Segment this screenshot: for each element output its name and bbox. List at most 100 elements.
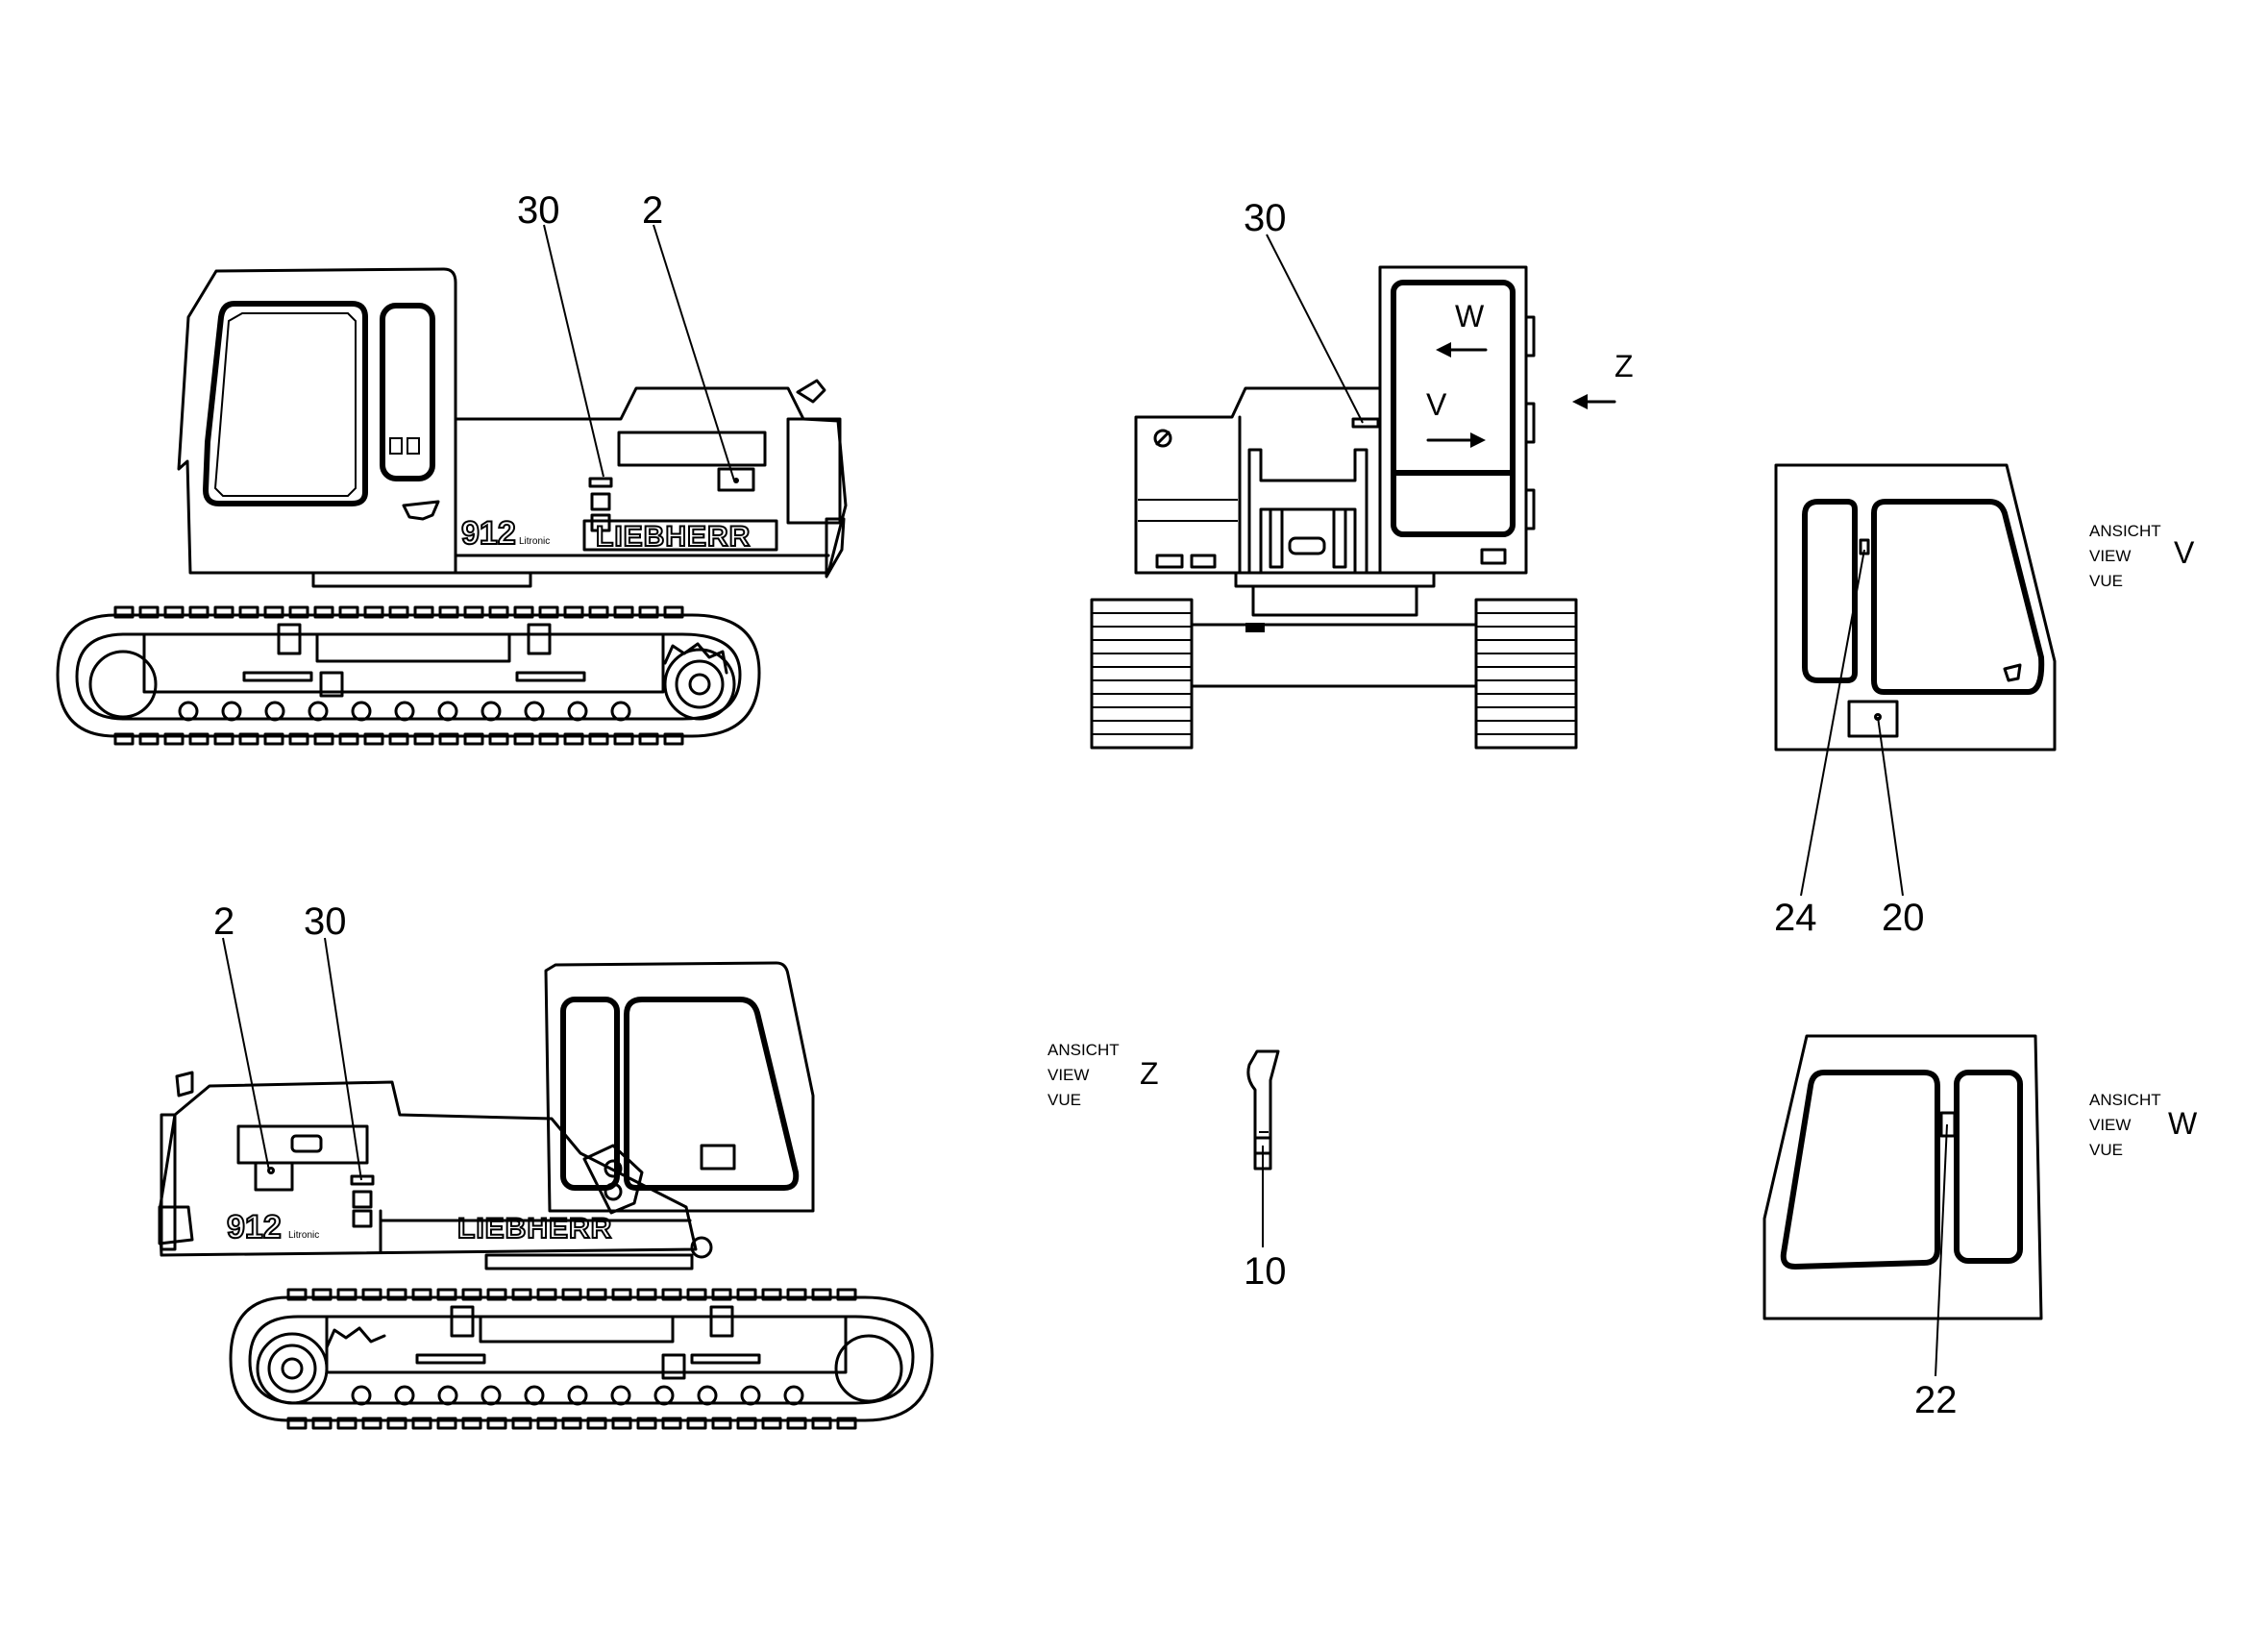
arrow-v-icon	[1470, 432, 1486, 448]
track-shoe	[461, 1417, 482, 1430]
view-label-v: ANSICHT VIEW VUE V	[2089, 522, 2195, 590]
track-shoe	[138, 605, 160, 619]
track-shoe	[463, 605, 484, 619]
track-shoe	[736, 1417, 757, 1430]
track-shoe	[736, 1288, 757, 1301]
view-z-letter: Z	[1140, 1056, 1159, 1091]
bottom-roller	[394, 1385, 415, 1406]
view-v-line2: VIEW	[2089, 547, 2131, 565]
bottom-roller	[437, 1385, 458, 1406]
track-shoe	[188, 605, 210, 619]
track-shoe	[238, 605, 259, 619]
rear-label-w: W	[1455, 299, 1485, 333]
track-shoe	[213, 605, 234, 619]
bottom-roller	[567, 701, 588, 722]
callout-side2-30: 30	[304, 900, 347, 943]
track-shoe	[363, 732, 384, 746]
view-z-line2: VIEW	[1048, 1066, 1089, 1084]
view-w-line2: VIEW	[2089, 1116, 2131, 1134]
track-shoe	[486, 1417, 507, 1430]
track-shoe	[711, 1288, 732, 1301]
view-label-z: ANSICHT VIEW VUE Z	[1048, 1041, 1159, 1109]
view-v-line3: VUE	[2089, 572, 2123, 590]
bottom-roller	[524, 1385, 545, 1406]
excavator-side-view-right: 912 Litronic LIEBHERR	[158, 961, 934, 1422]
callout-view-w-22: 22	[1914, 1379, 1958, 1421]
arrow-z-icon	[1572, 394, 1588, 409]
bottom-roller	[351, 1385, 372, 1406]
cab-view-v	[1774, 463, 2057, 752]
track-shoe	[411, 1288, 432, 1301]
track-shoe	[661, 1288, 682, 1301]
track-shoe	[113, 605, 135, 619]
track-shoe	[113, 732, 135, 746]
track-shoe	[513, 732, 534, 746]
bottom-roller	[610, 1385, 631, 1406]
track-shoe	[636, 1288, 657, 1301]
bottom-roller	[610, 701, 631, 722]
track-shoe	[811, 1288, 832, 1301]
bottom-roller	[264, 701, 285, 722]
track-shoe	[461, 1288, 482, 1301]
excavator-rear-view: W V Z	[1090, 265, 1634, 750]
callout-rear-30: 30	[1244, 197, 1287, 239]
track-shoe	[288, 732, 309, 746]
track-shoe	[488, 605, 509, 619]
track-shoe	[386, 1288, 407, 1301]
track-shoe	[263, 732, 284, 746]
track-shoe	[613, 732, 634, 746]
track-shoe	[163, 732, 185, 746]
bottom-roller	[351, 701, 372, 722]
track-shoe	[486, 1288, 507, 1301]
view-v-line1: ANSICHT	[2089, 522, 2161, 540]
rear-label-v: V	[1426, 387, 1447, 422]
track-shoe	[561, 1288, 582, 1301]
track-shoe	[511, 1417, 532, 1430]
bottom-roller	[524, 701, 545, 722]
track-right-treads	[1476, 612, 1576, 735]
bottom-roller	[481, 701, 502, 722]
track-shoe	[611, 1288, 632, 1301]
callout-side2-2: 2	[213, 900, 234, 943]
track-shoe	[836, 1417, 857, 1430]
track-shoe	[613, 605, 634, 619]
track-shoe	[363, 605, 384, 619]
track-shoe	[238, 732, 259, 746]
model-decal-2: 912	[227, 1209, 282, 1245]
callout-side1-2: 2	[642, 189, 663, 232]
bottom-roller	[394, 701, 415, 722]
rear-label-z: Z	[1615, 349, 1634, 383]
view-w-line3: VUE	[2089, 1141, 2123, 1159]
track-shoe	[561, 1417, 582, 1430]
track-shoe	[588, 732, 609, 746]
track-shoe	[761, 1288, 782, 1301]
bottom-roller	[481, 1385, 502, 1406]
bottom-roller	[783, 1385, 804, 1406]
variant-decal: Litronic	[519, 536, 550, 547]
track-shoe	[388, 732, 409, 746]
bottom-roller	[308, 701, 329, 722]
track-shoe	[388, 605, 409, 619]
track-shoe	[413, 605, 434, 619]
track-shoe	[661, 1417, 682, 1430]
track-shoe	[286, 1417, 308, 1430]
arrow-w-icon	[1436, 342, 1451, 358]
callout-view-v-20: 20	[1882, 897, 1925, 939]
track-shoe	[536, 1288, 557, 1301]
track-shoes	[113, 605, 857, 1430]
callout-view-v-24: 24	[1774, 897, 1817, 939]
track-shoe	[263, 605, 284, 619]
track-shoe	[338, 605, 359, 619]
brand-decal: LIEBHERR	[596, 521, 751, 553]
track-shoe	[663, 605, 684, 619]
track-shoe	[563, 732, 584, 746]
track-shoe	[188, 732, 210, 746]
track-shoe	[338, 732, 359, 746]
bottom-roller	[567, 1385, 588, 1406]
track-shoe	[586, 1417, 607, 1430]
track-shoe	[513, 605, 534, 619]
track-shoe	[361, 1417, 382, 1430]
track-shoe	[538, 605, 559, 619]
track-shoe	[686, 1417, 707, 1430]
